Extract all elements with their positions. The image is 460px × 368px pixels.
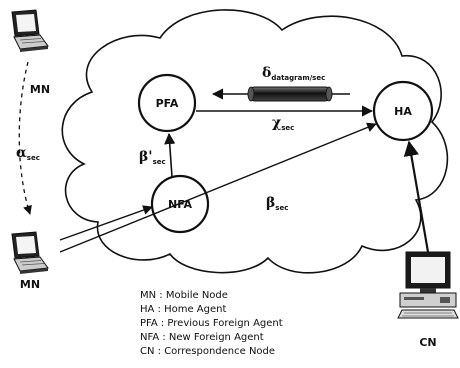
- legend-item: CN : Correspondence Node: [140, 346, 275, 357]
- beta-sec-label: βsec: [266, 195, 288, 212]
- pfa-label: PFA: [156, 97, 179, 110]
- nfa-to-pfa-arrow: [164, 132, 176, 178]
- cn-label: CN: [419, 336, 436, 349]
- beta-prime-sec-label: β'sec: [139, 149, 166, 166]
- mn-bottom-label: MN: [20, 278, 40, 291]
- mn-top-label: MN: [30, 83, 50, 96]
- ha-node: HA: [372, 80, 434, 142]
- delta-datagram-label: δdatagram/sec: [262, 65, 325, 82]
- legend-item: MN : Mobile Node: [140, 290, 228, 301]
- laptop-icon: [11, 231, 49, 274]
- desktop-computer-icon: [397, 251, 459, 319]
- datagram-tunnel-icon: [211, 86, 350, 102]
- chi-sec-label: χsec: [272, 115, 294, 132]
- pfa-node: PFA: [137, 73, 197, 133]
- network-cloud: [61, 9, 449, 274]
- mn-to-ha-arrow: [59, 122, 377, 253]
- alpha-sec-label: αsec: [16, 145, 40, 162]
- legend: MN : Mobile Node HA : Home Agent PFA : P…: [140, 290, 283, 357]
- ha-label: HA: [394, 105, 412, 118]
- mn-to-nfa-arrow: [59, 205, 153, 241]
- legend-item: NFA : New Foreign Agent: [140, 332, 264, 343]
- legend-item: PFA : Previous Foreign Agent: [140, 318, 283, 329]
- cn-to-ha-arrow: [403, 140, 430, 253]
- legend-item: HA : Home Agent: [140, 304, 226, 315]
- mn-movement-arrow: [18, 61, 32, 215]
- laptop-icon: [11, 9, 49, 52]
